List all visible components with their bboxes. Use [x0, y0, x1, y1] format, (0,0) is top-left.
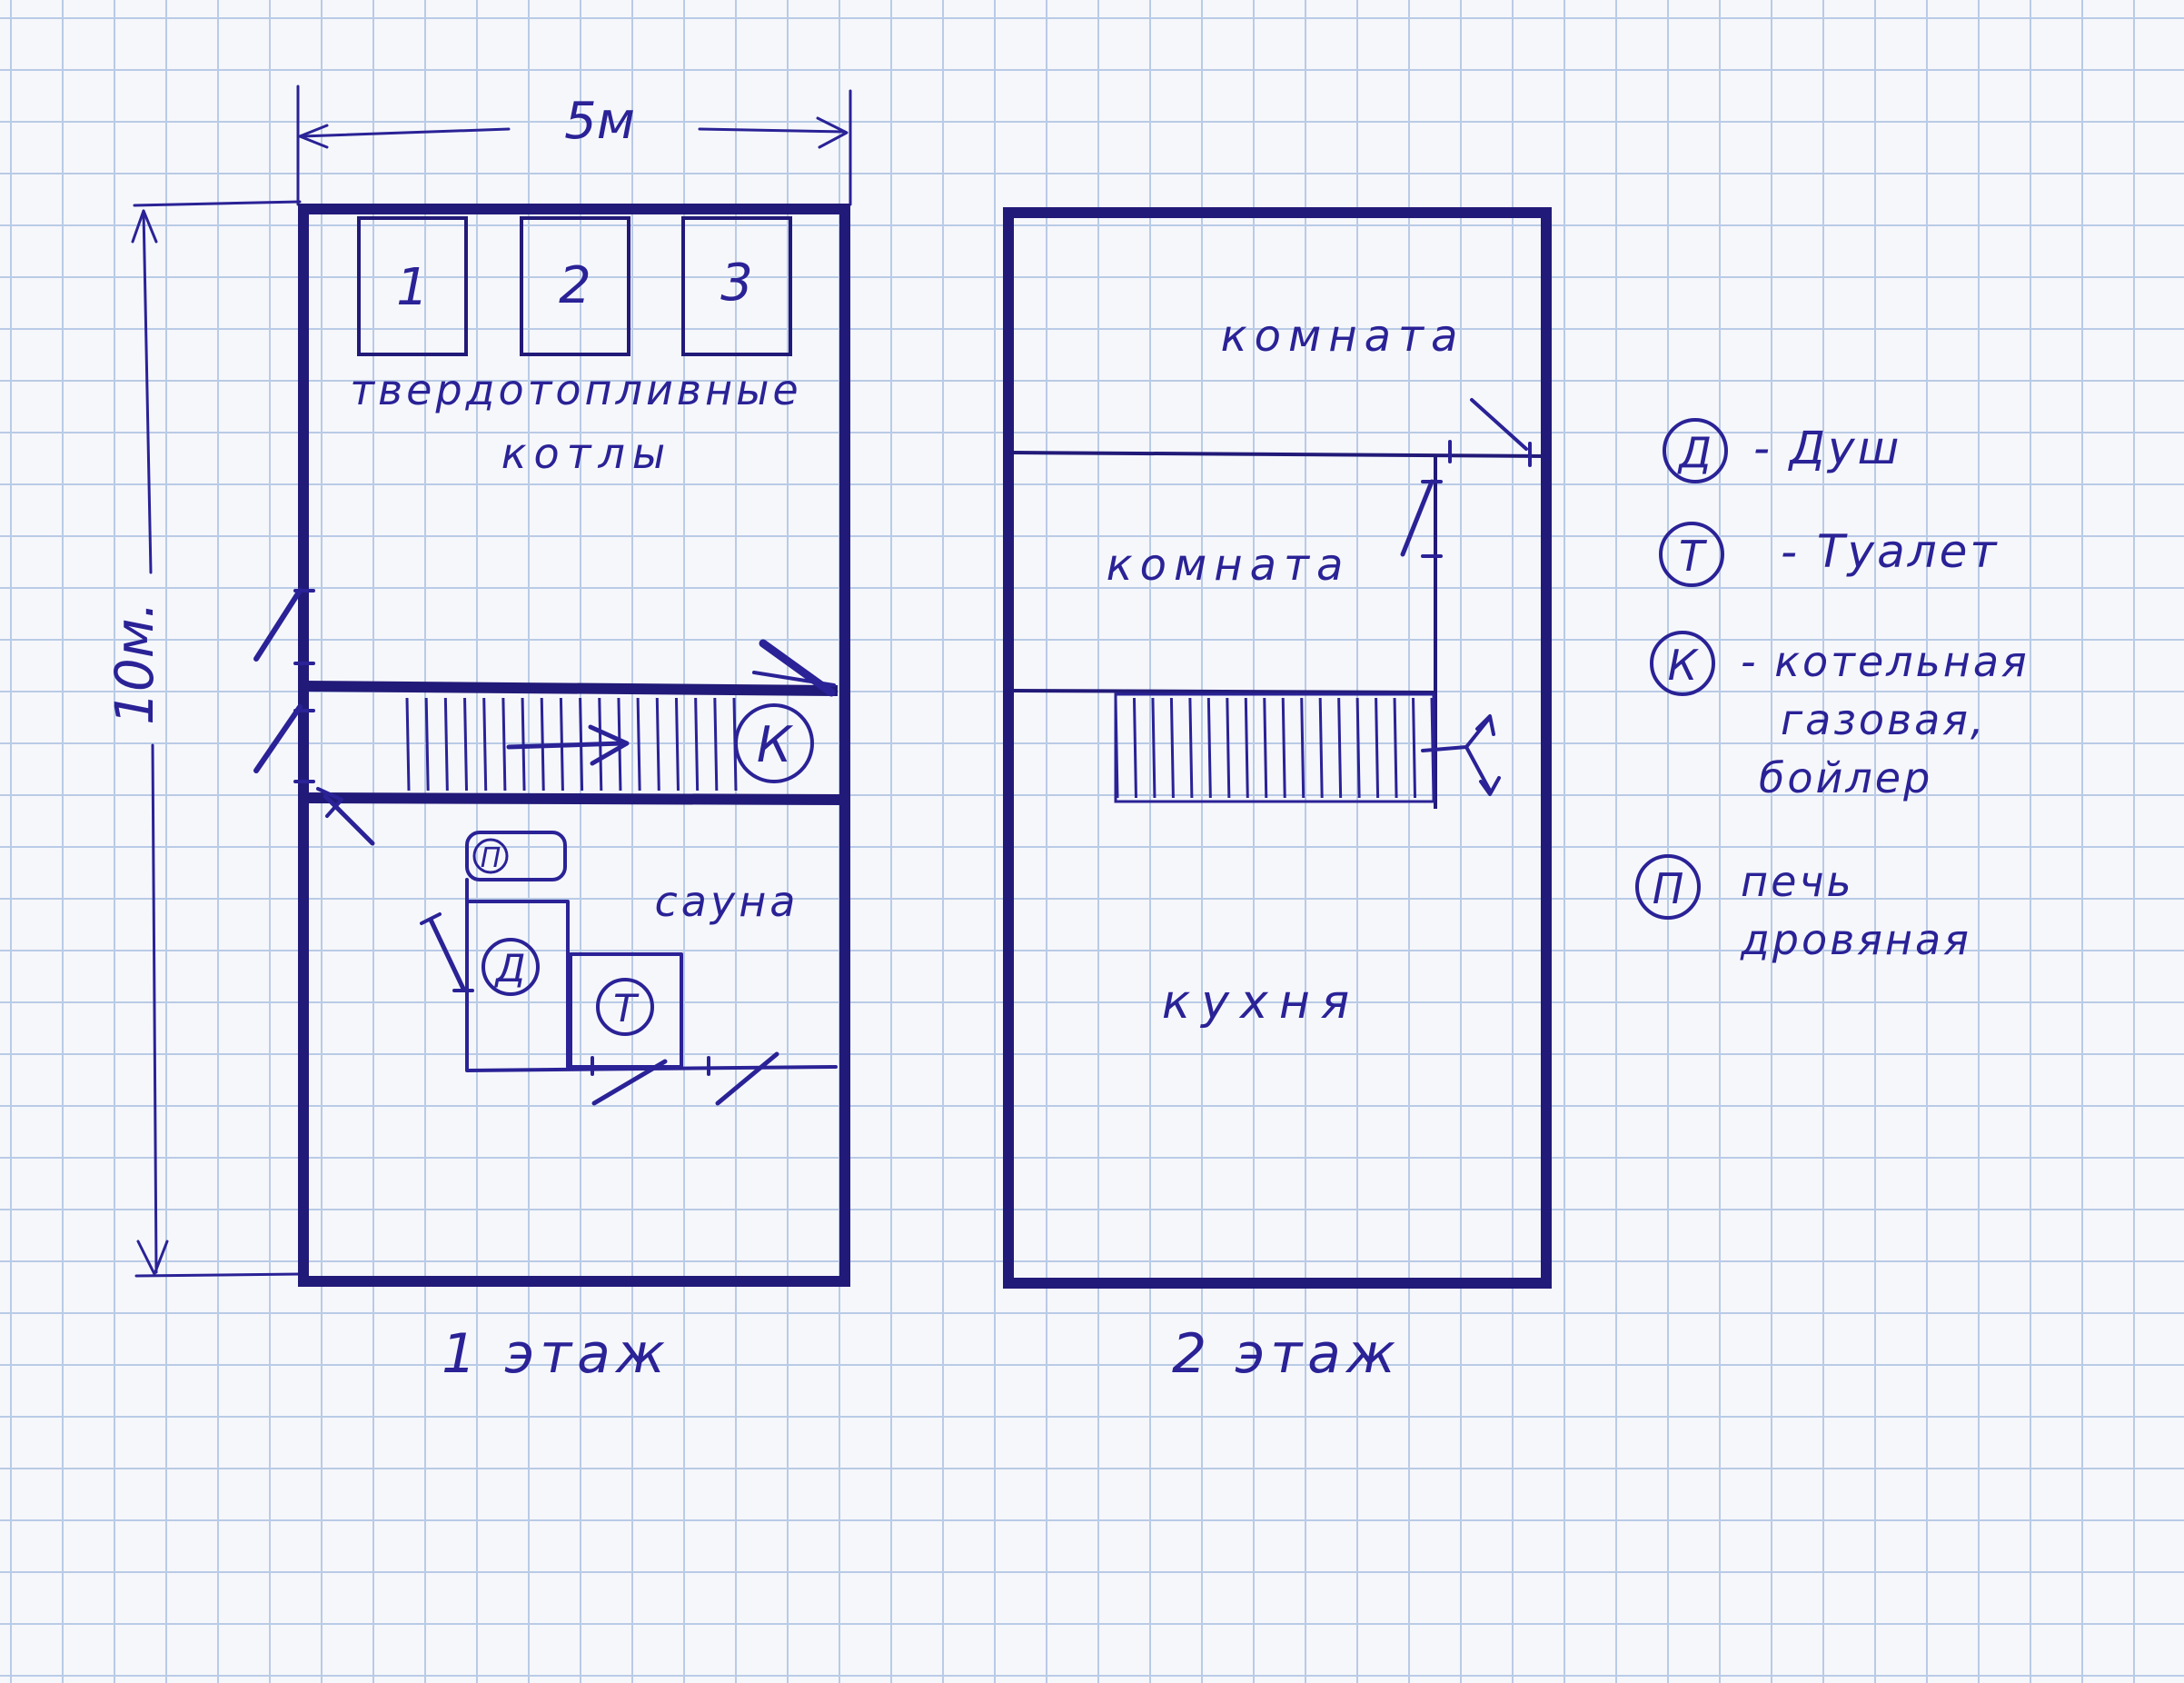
boiler-1-number: 1 — [396, 258, 429, 317]
width-dimension: 5м — [296, 85, 852, 206]
stair-tread — [501, 697, 507, 792]
boiler-row: 1 2 3 — [357, 216, 792, 356]
stair-tread — [1337, 697, 1343, 799]
boiler-label-line1: твердотопливные — [350, 365, 801, 414]
height-dimension-label: 10м. — [104, 602, 165, 725]
floor1-staircase — [405, 697, 738, 792]
boiler-room-marker: К — [757, 716, 794, 773]
stair-outline — [1114, 692, 1435, 803]
kitchen-label: кухня — [1162, 975, 1360, 1030]
stair-tread — [1206, 697, 1212, 799]
boiler-3 — [681, 216, 792, 356]
floor1-plan: 1 2 3 твердотопливные котлы К — [253, 204, 850, 1386]
floor2-plan: комната комната кухня 2 этаж — [1003, 207, 1552, 1386]
legend-text-boiler-room-1: - котельная — [1741, 637, 2030, 686]
legend-text-boiler-room-2: газовая, — [1781, 695, 1987, 744]
stair-tread — [1263, 697, 1268, 799]
stair-tread — [443, 697, 449, 792]
stair-tread — [1300, 697, 1305, 799]
legend-text-stove-2: дровяная — [1740, 915, 1971, 964]
legend-marker-boiler-room: К — [1668, 641, 1700, 690]
legend-text-boiler-room-3: бойлер — [1759, 753, 1932, 802]
shower-marker: Д — [494, 946, 526, 991]
legend-item-boiler-room: К - котельная газовая, бойлер — [1650, 631, 2030, 802]
height-dimension: 10м. — [104, 200, 302, 1278]
stove-marker: П — [481, 842, 501, 874]
stair-tread — [694, 697, 700, 792]
stair-tread — [1132, 697, 1137, 799]
legend-item-shower: Д - Душ — [1663, 418, 1901, 483]
stair-tread — [463, 697, 469, 792]
stair-tread — [1355, 697, 1361, 799]
legend-marker-stove: П — [1653, 864, 1684, 913]
sauna-label: сауна — [655, 877, 799, 926]
stair-tread — [1169, 697, 1175, 799]
stair-tread — [1226, 697, 1231, 799]
legend: Д - Душ Т - Туалет К - котельная газовая… — [1635, 418, 2030, 964]
stair-tread — [405, 697, 411, 792]
stair-tread — [1318, 697, 1324, 799]
stair-tread — [1244, 697, 1249, 799]
boiler-3-number: 3 — [720, 254, 753, 313]
boiler-label-line2: котлы — [501, 429, 672, 478]
stair-tread — [1188, 697, 1194, 799]
stair-tread — [655, 697, 660, 792]
toilet-marker: Т — [613, 986, 640, 1031]
room-top-label: комната — [1221, 311, 1465, 362]
stair-tread — [482, 697, 488, 792]
stair-tread — [713, 697, 719, 792]
legend-item-stove: П печь дровяная — [1635, 854, 1971, 964]
stair-tread — [1412, 697, 1417, 799]
boiler-2 — [520, 216, 630, 356]
stair-tread — [1281, 697, 1286, 799]
legend-marker-toilet: Т — [1679, 532, 1708, 581]
legend-text-stove-1: печь — [1741, 857, 1854, 906]
stair-direction-arrow — [506, 741, 625, 750]
legend-item-toilet: Т - Туалет — [1659, 522, 2000, 587]
floor2-caption: 2 этаж — [1172, 1322, 1401, 1386]
room-middle-label: комната — [1107, 540, 1351, 591]
shower-enclosure — [465, 878, 838, 1072]
boiler-1 — [357, 216, 468, 356]
boiler-2-number: 2 — [559, 256, 591, 315]
stair-tread — [1151, 697, 1157, 799]
legend-text-shower: - Душ — [1753, 422, 1901, 474]
toilet-enclosure — [569, 952, 683, 1069]
floor1-doors — [253, 588, 836, 846]
floor1-caption: 1 этаж — [442, 1322, 670, 1386]
stair-tread — [1375, 697, 1380, 799]
stair-tread — [424, 697, 430, 792]
floor2-staircase — [1114, 692, 1435, 803]
legend-text-toilet: - Туалет — [1781, 525, 2000, 578]
floor2-outer-walls — [1003, 207, 1552, 1289]
boiler-room-marker-circle — [734, 703, 814, 783]
legend-marker-shower: Д — [1677, 428, 1712, 477]
stair-tread — [636, 697, 641, 792]
stair-tread — [1393, 697, 1398, 799]
floor1-outer-walls — [298, 204, 850, 1287]
stair-tread — [674, 697, 680, 792]
stove-box — [465, 831, 567, 881]
width-dimension-label: 5м — [564, 92, 635, 151]
